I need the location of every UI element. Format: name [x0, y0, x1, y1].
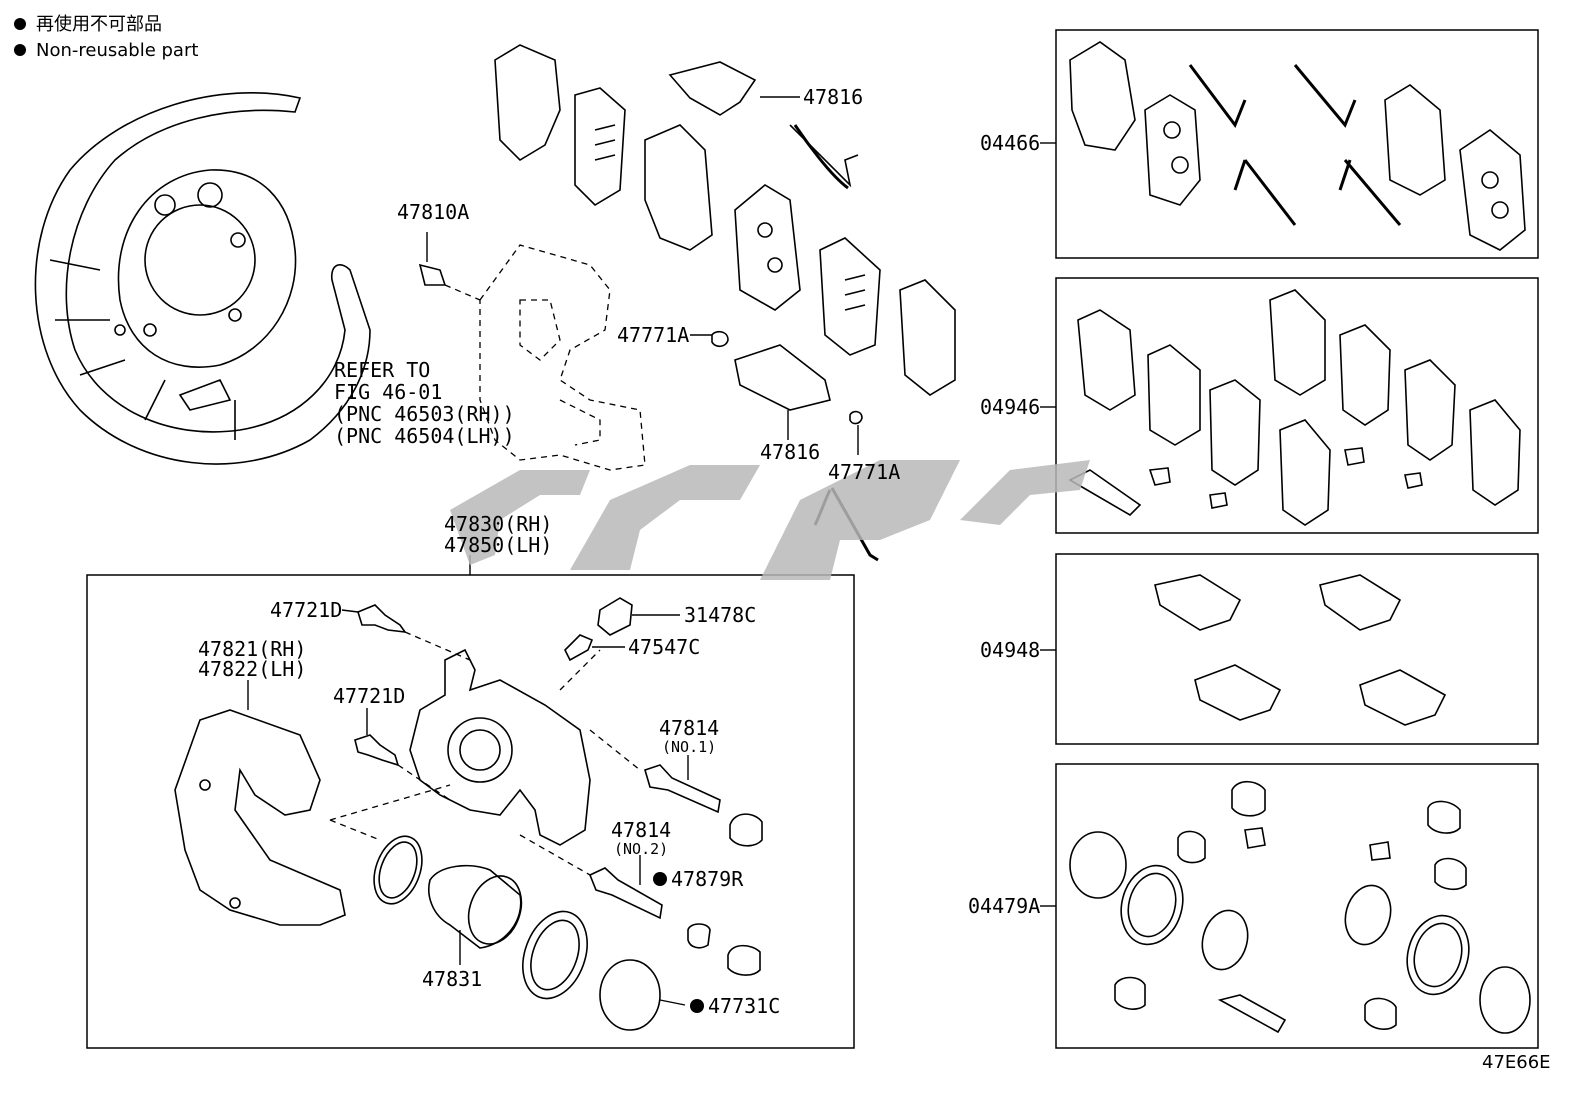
part-number-31478C: 31478C	[684, 603, 756, 627]
non-reusable-bullet-icon	[14, 44, 26, 56]
part-number-47547C: 47547C	[628, 635, 700, 659]
kit-04946-frame	[1055, 277, 1539, 534]
kit-04948-drawing	[1154, 574, 1447, 726]
part-number-47822: 47822(LH)	[198, 657, 306, 681]
part-number-47814-no1: 47814	[659, 716, 719, 740]
kit-04948-frame	[1055, 553, 1539, 745]
refer-note-line-3: (PNC 46503(RH))	[334, 402, 515, 426]
kit-number-04946: 04946	[980, 395, 1040, 419]
part-number-47821: 47821(RH)	[198, 637, 306, 661]
part-number-47771A-b: 47771A	[828, 460, 900, 484]
part-number-47721D-a: 47721D	[270, 598, 342, 622]
part-number-47850: 47850(LH)	[444, 533, 552, 557]
legend: 再使用不可部品 Non-reusable part	[14, 14, 198, 61]
non-reusable-bullet-icon	[653, 872, 667, 886]
part-number-47816-top: 47816	[803, 85, 863, 109]
part-number-47831: 47831	[422, 967, 482, 991]
kit-04479A-drawing	[1069, 780, 1531, 1034]
illustration-code: 47E66E	[1482, 1052, 1551, 1073]
part-number-47721D-b: 47721D	[333, 684, 405, 708]
part-number-47771A-a: 47771A	[617, 323, 689, 347]
part-number-47814-no2-sub: (NO.2)	[614, 840, 668, 858]
kit-number-04466: 04466	[980, 131, 1040, 155]
part-number-47814-no2: 47814	[611, 818, 671, 842]
part-number-47731C: 47731C	[708, 994, 780, 1018]
legend-en: Non-reusable part	[36, 40, 198, 61]
non-reusable-bullet-icon	[14, 18, 26, 30]
kit-04946-drawing	[1068, 289, 1521, 526]
kit-number-04948: 04948	[980, 638, 1040, 662]
leader-lines	[247, 96, 1056, 965]
dust-shield-drawing	[34, 92, 371, 465]
part-number-47816-mid: 47816	[760, 440, 820, 464]
kit-04466-frame	[1055, 29, 1539, 259]
watermark-logo	[450, 460, 1090, 580]
refer-note-line-2: FIG 46-01	[334, 380, 442, 404]
caliper-assembly-drawing	[174, 597, 763, 1031]
pads-top-drawing	[494, 44, 956, 396]
non-reusable-bullet-icon	[690, 999, 704, 1013]
part-number-47810A: 47810A	[397, 200, 469, 224]
legend-jp: 再使用不可部品	[36, 14, 162, 35]
part-labels: 47816 47810A 47771A 47816 47771A REFER T…	[198, 85, 1551, 1073]
kit-04466-drawing	[1069, 41, 1526, 251]
kit-number-04479A: 04479A	[968, 894, 1040, 918]
part-number-47830: 47830(RH)	[444, 512, 552, 536]
part-number-47879R: 47879R	[671, 867, 744, 891]
part-number-47814-no1-sub: (NO.1)	[662, 738, 716, 756]
refer-note-line-1: REFER TO	[334, 358, 430, 382]
caliper-mounting-drawing	[418, 244, 646, 471]
refer-note-line-4: (PNC 46504(LH))	[334, 424, 515, 448]
